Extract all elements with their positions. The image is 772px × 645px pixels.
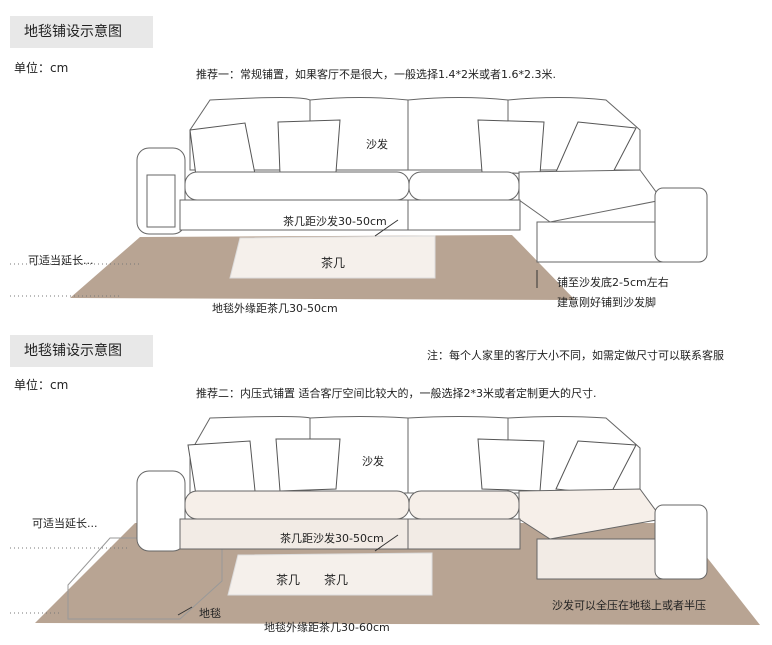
sofa-label: 沙发 — [366, 138, 388, 151]
rug-label: 地毯 — [199, 607, 221, 620]
seat-cushion — [184, 490, 410, 520]
pillow — [477, 119, 545, 175]
table-gap-label: 茶几距沙发30-50cm — [280, 532, 384, 545]
coffee-table — [227, 552, 433, 596]
rug-margin-label: 地毯外缘距茶几30-60cm — [264, 621, 390, 634]
extension-box — [67, 537, 223, 620]
sofa-right-arm — [654, 504, 708, 580]
sofa-base — [407, 518, 521, 550]
chaise-cushion — [518, 488, 663, 540]
section-header: 地毯铺设示意图 — [10, 335, 153, 367]
unit-label: 单位：cm — [14, 378, 69, 392]
gap-arrow — [374, 534, 399, 552]
suggest-note: 建意刚好铺到沙发脚 — [557, 296, 656, 309]
recommendation-text: 推荐二：内压式铺置 适合客厅空间比较大的，一般选择2*3米或者定制更大的尺寸. — [196, 387, 597, 400]
custom-size-note: 注：每个人家里的客厅大小不同，如需定做尺寸可以联系客服 — [427, 349, 724, 362]
sofa-base — [179, 199, 409, 231]
sofa-right-arm — [654, 187, 708, 263]
table-label: 茶几 — [321, 256, 346, 270]
pillow — [275, 438, 341, 492]
unit-label: 单位：cm — [14, 61, 69, 75]
chaise-cushion — [518, 169, 663, 223]
seat-cushion — [408, 490, 520, 520]
pillow — [277, 119, 341, 175]
pillow — [477, 438, 545, 492]
gap-arrow — [374, 219, 399, 237]
rug-arrow — [177, 606, 193, 616]
rug-margin-label: 地毯外缘距茶几30-50cm — [212, 302, 338, 315]
chaise-base — [536, 538, 664, 580]
sofa-left-arm-panel — [146, 174, 176, 228]
sofa-illustration-2 — [10, 416, 760, 625]
table-gap-label: 茶几距沙发30-50cm — [283, 215, 387, 228]
pillow — [187, 440, 256, 496]
seat-cushion — [184, 171, 410, 201]
sofa-base — [407, 199, 521, 231]
sofa-label: 沙发 — [362, 455, 384, 468]
sofa-illustration-1 — [10, 97, 708, 300]
panel-inset: 地毯铺设示意图 注：每个人家里的客厅大小不同，如需定做尺寸可以联系客服 单位：c… — [0, 323, 772, 645]
edge-note: 铺至沙发底2-5cm左右 — [557, 276, 669, 289]
sofa-left-arm — [136, 470, 186, 552]
section-header: 地毯铺设示意图 — [10, 16, 153, 48]
seat-cushion — [408, 171, 520, 201]
table-label: 茶几 茶几 — [276, 573, 349, 587]
recommendation-text: 推荐一：常规铺置，如果客厅不是很大，一般选择1.4*2米或者1.6*2.3米. — [196, 68, 556, 81]
pillow — [189, 122, 256, 177]
extend-label: 可适当延长... — [32, 517, 98, 530]
coffee-table — [229, 235, 436, 279]
chaise-base — [536, 221, 664, 263]
sofa-note: 沙发可以全压在地毯上或者半压 — [552, 599, 706, 612]
panel-conventional: 地毯铺设示意图 单位：cm 推荐一：常规铺置，如果客厅不是很大，一般选择1.4*… — [0, 0, 772, 322]
extend-label: 可适当延长... — [28, 254, 94, 267]
